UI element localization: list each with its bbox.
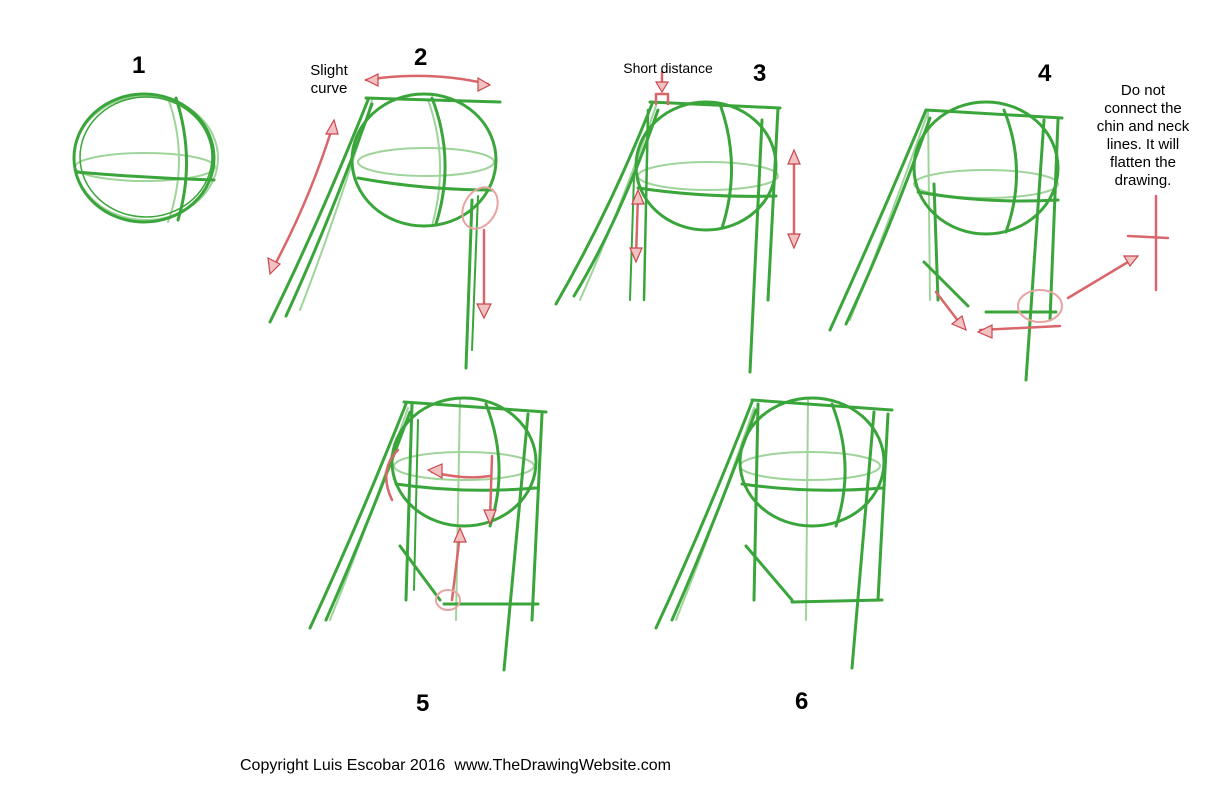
copyright-footer: Copyright Luis Escobar 2016 www.TheDrawi… — [240, 757, 672, 774]
step-number-2: 2 — [414, 44, 428, 71]
step-number-4: 4 — [1038, 60, 1052, 87]
arrow-head — [453, 526, 467, 543]
arrow-head — [787, 148, 801, 165]
arrow-head — [324, 118, 339, 135]
step-5-sketch — [308, 396, 548, 672]
arrow-head — [364, 73, 379, 87]
arrow-head — [976, 324, 993, 339]
arrow-head — [483, 509, 497, 526]
arrow-head — [267, 256, 282, 276]
annotation-do-not-connect: Do not connect the chin and neck lines. … — [1096, 82, 1190, 189]
annotation-short-distance: Short distance — [623, 60, 713, 76]
arrow-head — [426, 463, 443, 480]
step-6-sketch — [654, 396, 894, 670]
annotation-slight-curve: Slight curve — [310, 62, 348, 97]
arrow-head — [787, 233, 801, 250]
step-1-sketch — [72, 92, 219, 224]
step-number-5: 5 — [416, 690, 430, 717]
step-number-1: 1 — [132, 52, 146, 79]
arrow-head — [950, 314, 967, 332]
arrow-head — [654, 81, 670, 94]
arrow-head — [476, 303, 492, 320]
step-4-sketch — [828, 100, 1170, 382]
step-3-sketch — [554, 70, 801, 374]
arrow-head — [1122, 255, 1140, 268]
step-number-3: 3 — [753, 60, 767, 87]
step-number-6: 6 — [795, 688, 809, 715]
arrow-head — [629, 247, 643, 264]
arrow-head — [477, 76, 492, 92]
arrow-head — [631, 188, 645, 205]
step-2-sketch — [267, 73, 502, 370]
